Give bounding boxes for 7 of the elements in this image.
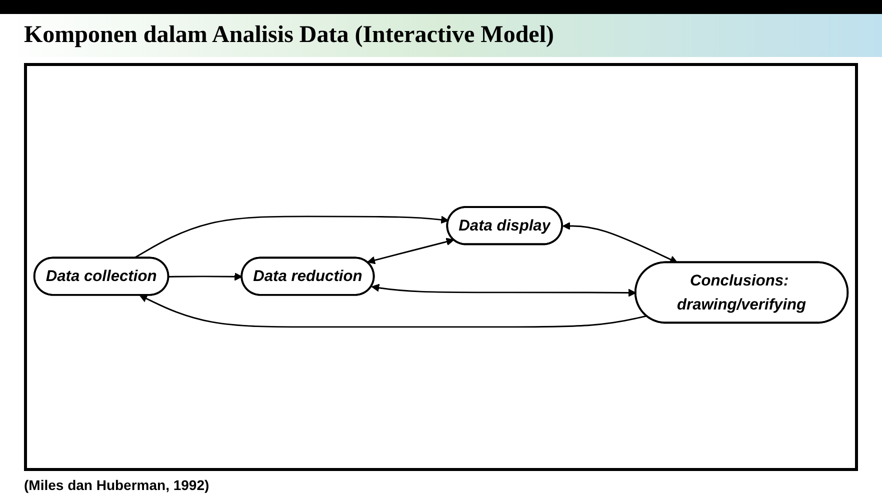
arrow <box>134 216 449 259</box>
arrow <box>371 284 636 297</box>
arrow <box>139 294 647 328</box>
arrow <box>168 272 242 281</box>
citation-caption: (Miles dan Huberman, 1992) <box>23 476 210 495</box>
arrow <box>562 222 678 264</box>
arrow <box>367 238 454 264</box>
